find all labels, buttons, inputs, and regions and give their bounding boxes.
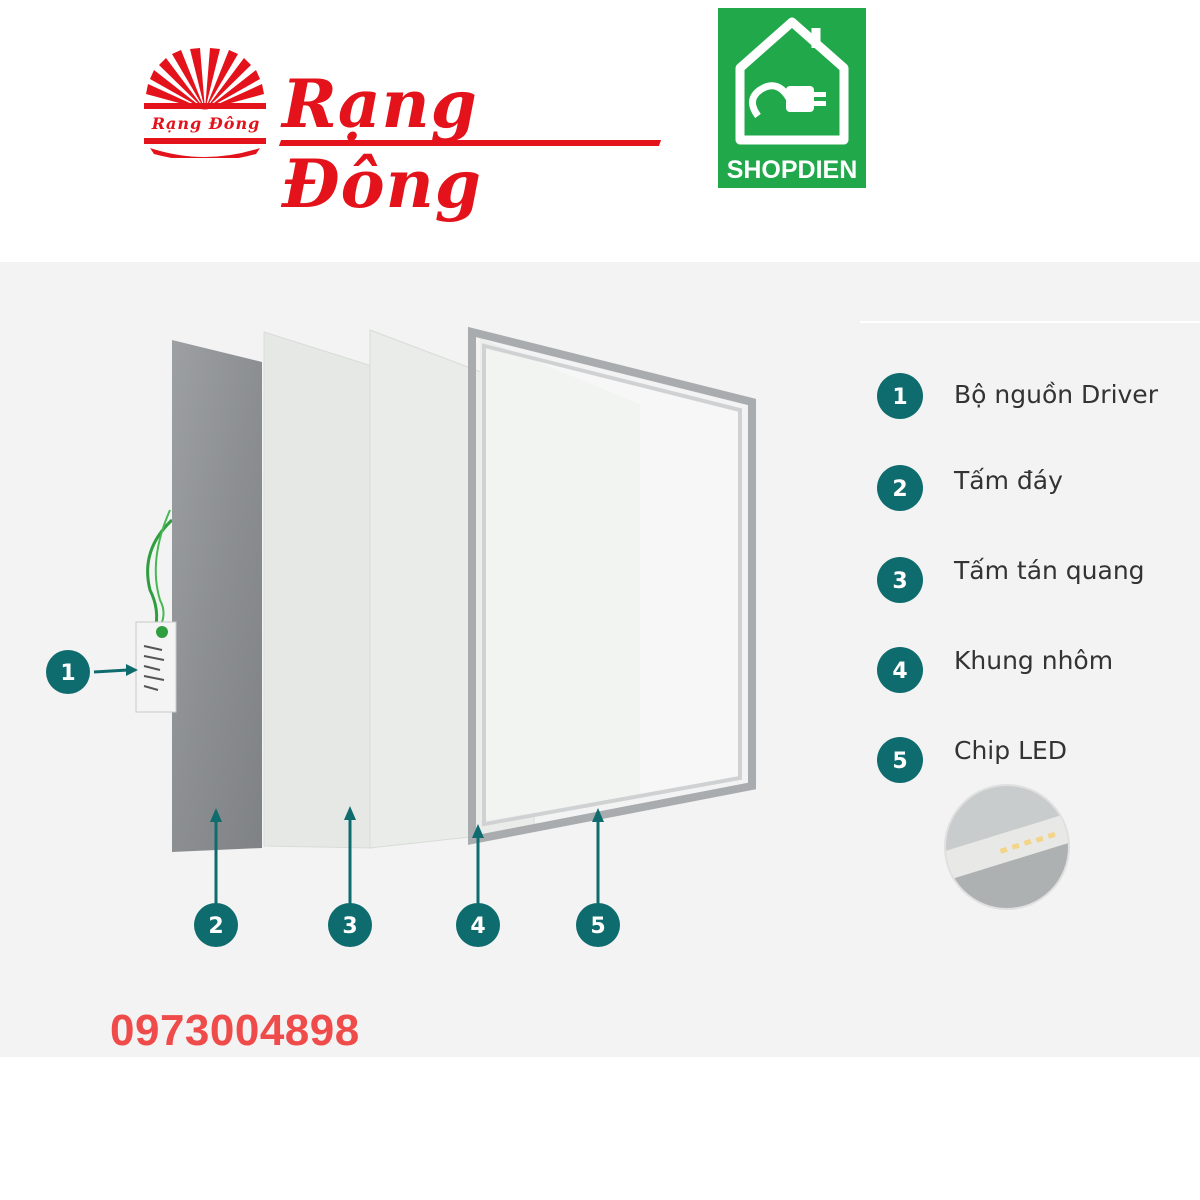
callout-5-num: 5	[590, 914, 605, 939]
callout-4-num: 4	[470, 914, 485, 939]
callout-3: 3	[328, 903, 372, 947]
exploded-panel-diagram: 1 2 3 4 5	[46, 326, 756, 947]
sun-emblem-icon	[144, 48, 266, 158]
brand-underline	[278, 140, 662, 146]
diffuser-sheet-back	[263, 331, 373, 849]
legend-num-5: 5	[892, 749, 907, 774]
brand-name: Rạng Đông	[282, 65, 482, 223]
legend-label-2: Tấm đáy	[954, 466, 1063, 495]
legend-badge-1: 1	[877, 373, 923, 419]
legend: 1 Bộ nguồn Driver 2 Tấm đáy 3 Tấm tán qu…	[876, 372, 1196, 792]
callout-2-num: 2	[208, 914, 223, 939]
legend-label-3: Tấm tán quang	[954, 556, 1145, 585]
brand-logo: Rạng Đông Rạng Đông	[140, 48, 680, 223]
legend-badge-3: 3	[877, 557, 923, 603]
legend-label-5: Chip LED	[954, 736, 1068, 765]
callout-3-num: 3	[342, 914, 357, 939]
house-plug-icon	[735, 17, 849, 145]
callout-1: 1	[46, 650, 90, 694]
callout-2: 2	[194, 903, 238, 947]
legend-num-3: 3	[892, 569, 907, 594]
legend-label-1: Bộ nguồn Driver	[954, 380, 1158, 409]
emblem-text: Rạng Đông	[151, 114, 261, 133]
callout-1-num: 1	[60, 661, 75, 686]
legend-badge-4: 4	[877, 647, 923, 693]
driver-wire	[146, 518, 174, 631]
contact-phone: 0973004898	[110, 1006, 360, 1055]
chip-led-closeup	[944, 784, 1070, 910]
driver-wire-2	[154, 509, 171, 631]
legend-label-4: Khung nhôm	[954, 646, 1114, 675]
shop-badge-label: SHOPDIEN	[726, 156, 858, 184]
legend-num-2: 2	[892, 477, 907, 502]
power-driver	[135, 621, 177, 713]
callout-4: 4	[456, 903, 500, 947]
legend-separator	[860, 321, 1200, 323]
base-plate	[172, 340, 262, 852]
light-guide-sheet	[480, 338, 640, 820]
legend-num-4: 4	[892, 659, 907, 684]
legend-badge-5: 5	[877, 737, 923, 783]
shop-badge: SHOPDIEN	[718, 8, 866, 188]
legend-badge-2: 2	[877, 465, 923, 511]
callout-5: 5	[576, 903, 620, 947]
header	[0, 0, 1200, 260]
aluminium-frame	[468, 326, 756, 845]
legend-num-1: 1	[892, 385, 907, 410]
